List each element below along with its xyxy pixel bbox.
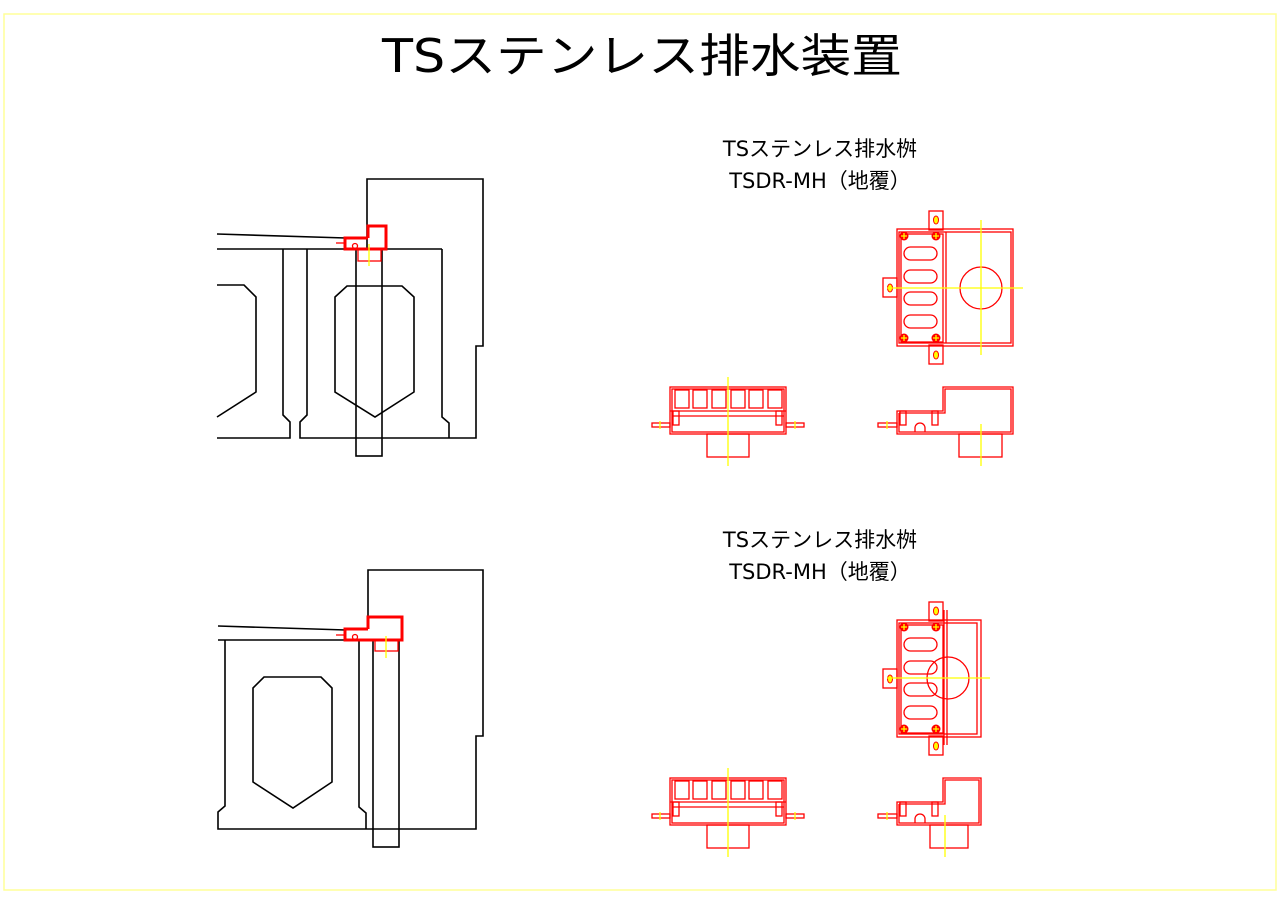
front-elevation-2: [651, 768, 805, 857]
drawing-frame: [3, 13, 1277, 891]
wall-outline: [299, 178, 484, 439]
void-left: [216, 284, 257, 418]
drain-device-section: [336, 224, 388, 266]
wall-outline: [217, 569, 484, 830]
plan-view-1: [882, 210, 1023, 365]
pier: [355, 248, 383, 457]
plan-view-2: [882, 601, 990, 756]
section-view-2: [217, 569, 484, 848]
slab-edge: [441, 249, 450, 438]
drawing-title: TSステンレス排水装置: [381, 29, 902, 83]
side-elevation-1: [877, 386, 1014, 466]
section-view-1: [216, 178, 484, 457]
void-hexagon: [334, 285, 415, 418]
front-elevation-1: [651, 377, 805, 466]
detail-2-name: TSステンレス排水桝: [722, 528, 917, 552]
void-hexagon: [252, 676, 333, 809]
detail-1-name: TSステンレス排水桝: [722, 137, 917, 161]
rib-left: [217, 249, 291, 439]
girder-edge: [358, 640, 367, 829]
pavement-line: [217, 625, 347, 631]
drain-device-section: [336, 615, 404, 658]
detail-1-model: TSDR-MH（地覆）: [728, 169, 911, 193]
pier: [372, 639, 400, 848]
side-elevation-2: [877, 777, 982, 857]
pavement-line: [216, 233, 347, 239]
detail-2-model: TSDR-MH（地覆）: [728, 560, 911, 584]
